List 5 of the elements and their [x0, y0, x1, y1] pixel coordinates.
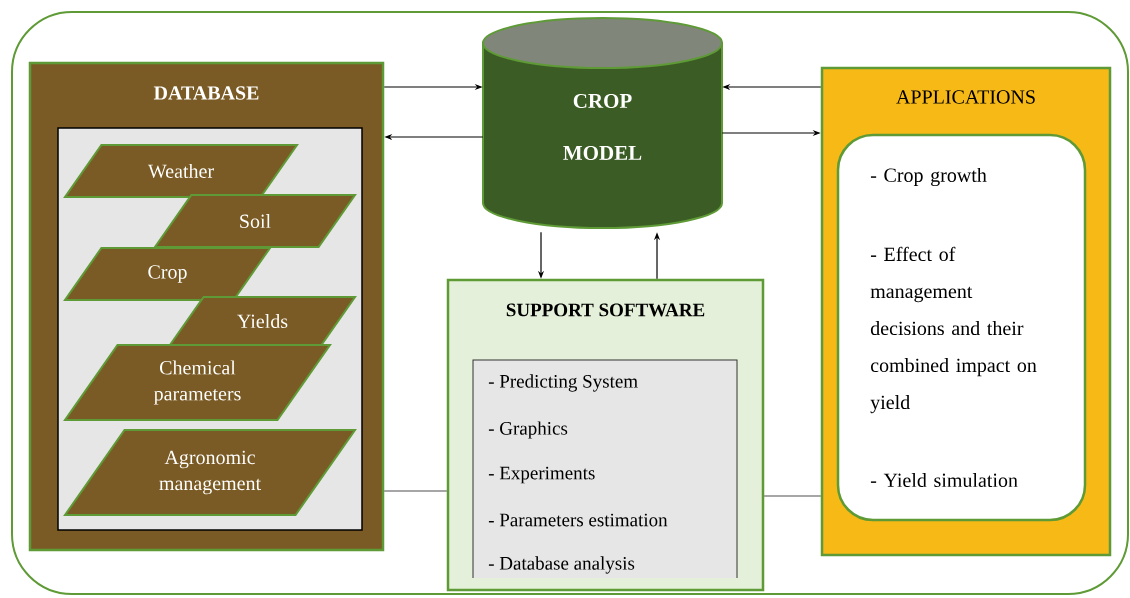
- connector-line: [763, 495, 822, 497]
- connector-line: [383, 490, 448, 492]
- model-cylinder: CROP MODEL: [482, 17, 723, 229]
- application-list-box: - Crop growth - Effect of management decisions and their combined impact on yield - Yield simulation: [836, 133, 1087, 522]
- software-list-box: - Predicting System - Graphics - Experiments - Parameters estimation - Database analysis: [472, 359, 738, 579]
